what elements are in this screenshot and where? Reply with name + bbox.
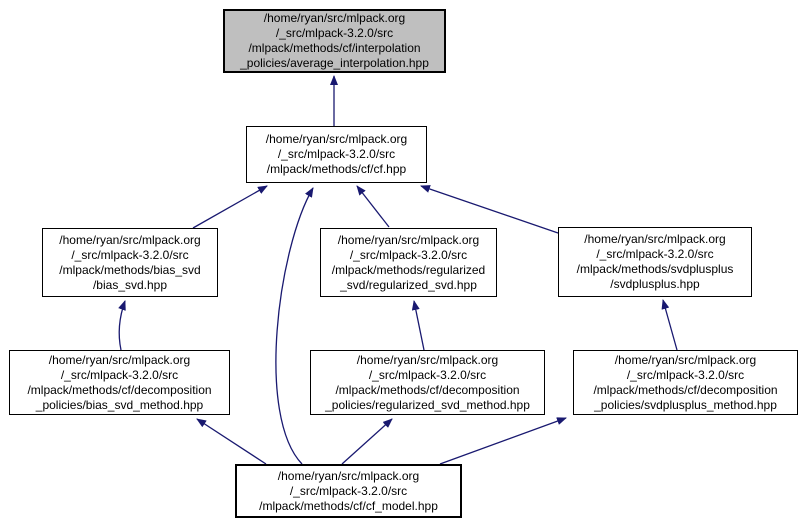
node-label-line: /home/ryan/src/mlpack.org: [614, 352, 757, 367]
node-label-line: /home/ryan/src/mlpack.org: [59, 232, 201, 247]
edge-bias_svd-to-cf: [192, 185, 268, 229]
edge-cf_model-to-svdplusplus_method: [439, 417, 567, 465]
node-label-line: _policies/svdplusplus_method.hpp: [594, 397, 777, 412]
graph-node-svdplusplus_method[interactable]: /home/ryan/src/mlpack.org/_src/mlpack-3.…: [573, 350, 798, 415]
node-label-line: /mlpack/methods/svdplusplus: [576, 262, 734, 276]
node-label-line: /bias_svd.hpp: [92, 277, 168, 292]
node-label-line: _policies/regularized_svd_method.hpp: [325, 397, 530, 412]
node-label-line: /mlpack/methods/cf/cf_model.hpp: [259, 498, 438, 513]
edge-cf_model-to-regularized_svd_method: [341, 418, 393, 465]
edge-cf_model-to-bias_svd_method: [196, 418, 267, 465]
node-label-line: /home/ryan/src/mlpack.org: [337, 232, 480, 247]
node-label-line: /home/ryan/src/mlpack.org: [356, 352, 499, 367]
graph-node-bias_svd_method[interactable]: /home/ryan/src/mlpack.org/_src/mlpack-3.…: [9, 350, 230, 415]
node-label-line: /mlpack/methods/regularized: [331, 262, 486, 277]
node-label-line: /mlpack/methods/cf/decomposition: [593, 382, 778, 397]
node-label-line: _svd/regularized_svd.hpp: [340, 277, 477, 292]
node-label-line: /home/ryan/src/mlpack.org: [265, 132, 408, 146]
edge-regularized_svd-to-cf: [356, 185, 390, 228]
node-label-line: /_src/mlpack-3.2.0/src: [289, 483, 408, 498]
node-label-line: /_src/mlpack-3.2.0/src: [60, 367, 179, 382]
edge-bias_svd_method-to-bias_svd: [118, 300, 126, 351]
graph-node-svdplusplus[interactable]: /home/ryan/src/mlpack.org/_src/mlpack-3.…: [558, 227, 752, 297]
edge-cf_model-to-cf: [275, 187, 314, 465]
graph-node-regularized_svd_method[interactable]: /home/ryan/src/mlpack.org/_src/mlpack-3.…: [310, 350, 545, 415]
node-label-line: /_src/mlpack-3.2.0/src: [626, 367, 745, 382]
edge-svdplusplus-to-cf: [420, 185, 559, 234]
node-label-line: /_src/mlpack-3.2.0/src: [368, 367, 487, 382]
node-label-line: /home/ryan/src/mlpack.org: [263, 11, 406, 25]
edge-svdplusplus_method-to-svdplusplus: [661, 299, 678, 351]
node-label-line: /_src/mlpack-3.2.0/src: [349, 247, 468, 262]
node-label-line: /_src/mlpack-3.2.0/src: [277, 147, 396, 161]
node-label-line: /mlpack/methods/cf/decomposition: [335, 382, 520, 397]
node-label-line: /svdplusplus.hpp: [610, 277, 700, 291]
graph-node-cf[interactable]: /home/ryan/src/mlpack.org/_src/mlpack-3.…: [246, 126, 427, 183]
node-label-line: /mlpack/methods/cf/interpolation: [248, 41, 421, 55]
node-label-line: _policies/bias_svd_method.hpp: [35, 397, 204, 412]
node-label-line: /_src/mlpack-3.2.0/src: [71, 247, 189, 262]
node-label-line: /_src/mlpack-3.2.0/src: [275, 26, 394, 40]
graph-node-cf_model[interactable]: /home/ryan/src/mlpack.org/_src/mlpack-3.…: [235, 464, 462, 518]
node-label-line: /mlpack/methods/cf/cf.hpp: [266, 162, 407, 176]
graph-node-bias_svd[interactable]: /home/ryan/src/mlpack.org/_src/mlpack-3.…: [42, 228, 218, 297]
node-label-line: _policies/average_interpolation.hpp: [240, 56, 429, 70]
node-label-line: /home/ryan/src/mlpack.org: [277, 468, 420, 483]
node-label-line: /_src/mlpack-3.2.0/src: [596, 247, 714, 261]
node-label-line: /home/ryan/src/mlpack.org: [48, 352, 191, 367]
node-label-line: /mlpack/methods/bias_svd: [59, 262, 201, 277]
edge-regularized_svd_method-to-regularized_svd: [411, 300, 425, 351]
graph-node-average_interpolation: /home/ryan/src/mlpack.org/_src/mlpack-3.…: [223, 9, 446, 73]
node-label-line: /home/ryan/src/mlpack.org: [584, 232, 726, 246]
graph-node-regularized_svd[interactable]: /home/ryan/src/mlpack.org/_src/mlpack-3.…: [320, 228, 497, 297]
node-label-line: /mlpack/methods/cf/decomposition: [27, 382, 212, 397]
